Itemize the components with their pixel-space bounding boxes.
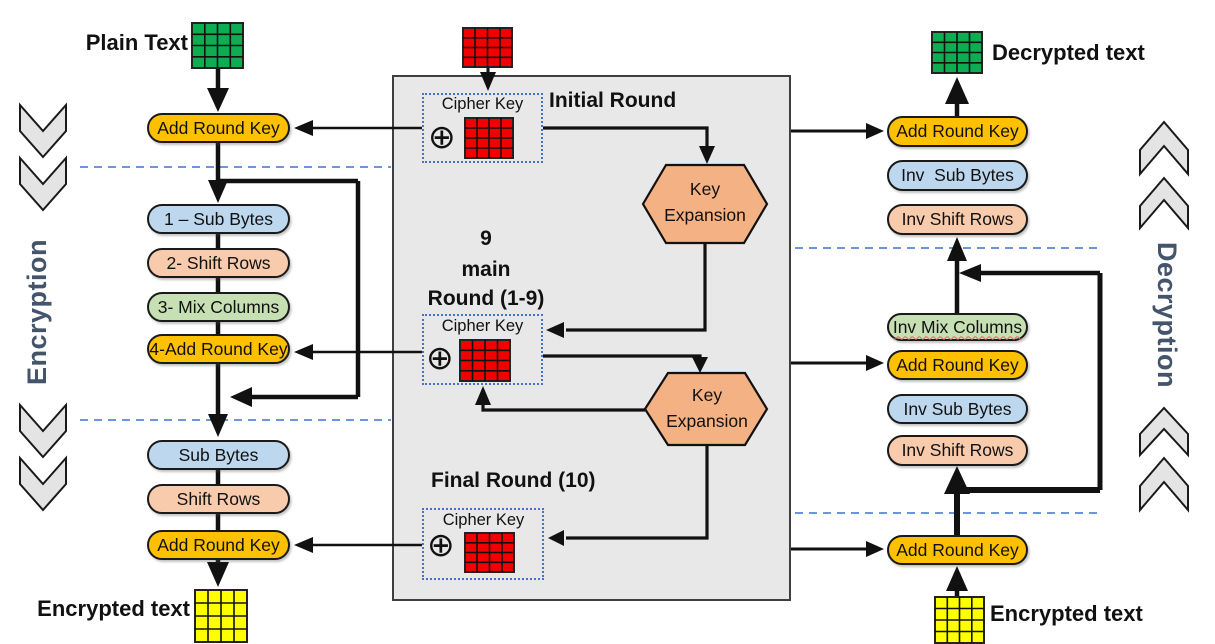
dec-inv-shift-rows-main: Inv Shift Rows xyxy=(887,435,1028,466)
chevron-down-icon xyxy=(19,102,67,159)
encrypted-grid-icon-left xyxy=(194,589,248,643)
cipher-key-box-final xyxy=(422,508,544,580)
chevron-up-icon xyxy=(1139,456,1189,513)
key-to-decryption-arrowheads xyxy=(866,123,884,557)
encryption-side-label: Encryption xyxy=(22,239,52,386)
dec-inv-sub-bytes-top: Inv Sub Bytes xyxy=(887,160,1028,191)
chevron-up-icon xyxy=(1139,120,1189,177)
main-round-label: 9 main Round (1-9) xyxy=(402,227,570,311)
key-expansion-label-2: Key Expansion xyxy=(666,385,748,432)
arrow-into-invshift-main xyxy=(944,466,970,494)
plaintext-grid-icon xyxy=(191,22,244,69)
final-round-label: Final Round (10) xyxy=(431,469,596,492)
decryption-side-label: Decryption xyxy=(1152,241,1182,389)
main-round-line-3: Round (1-9) xyxy=(427,287,545,311)
chevron-down-icon xyxy=(19,455,67,512)
enc-sub-bytes: 1 – Sub Bytes xyxy=(147,204,290,234)
arrow-key-to-ark1 xyxy=(294,120,313,136)
arrow-key-to-dec-ark-bottom xyxy=(866,541,884,557)
dec-add-round-key-main: Add Round Key xyxy=(887,350,1028,380)
enc-mix-columns: 3- Mix Columns xyxy=(147,292,290,322)
key-expansion-label-1: Key Expansion xyxy=(664,179,746,226)
dec-inv-mix-columns: Inv Mix Columns xyxy=(887,313,1028,341)
arrow-into-final-subbytes xyxy=(208,414,228,437)
arrow-encryptedgrid-to-ark xyxy=(946,566,968,591)
enc-final-sub-bytes: Sub Bytes xyxy=(147,440,290,470)
dec-inv-shift-rows-top: Inv Shift Rows xyxy=(887,204,1028,235)
cipher-key-label-initial: Cipher Key xyxy=(441,95,524,113)
arrow-to-encrypted-grid xyxy=(207,562,229,587)
arrow-key-to-ark-final xyxy=(294,537,313,553)
main-round-line-2: main xyxy=(461,257,511,281)
dec-inv-sub-bytes-main: Inv Sub Bytes xyxy=(887,394,1028,424)
key-to-decryption-lines xyxy=(791,129,868,551)
arrow-to-decrypted-grid xyxy=(945,77,969,104)
arrow-key-to-ark4 xyxy=(294,344,313,360)
cipher-key-label-main: Cipher Key xyxy=(441,317,524,335)
dec-add-round-key-initial: Add Round Key xyxy=(887,535,1028,565)
chevron-down-icon xyxy=(19,402,67,459)
xor-icon: ⊕ xyxy=(428,118,456,155)
chevron-down-icon xyxy=(19,155,67,212)
arrow-into-invshift-top xyxy=(947,237,967,261)
arrow-key-to-dec-ark-top xyxy=(866,123,884,139)
arrow-dec-loop-left xyxy=(959,264,981,282)
initial-round-label: Initial Round xyxy=(549,89,677,112)
enc-add-round-key-initial: Add Round Key xyxy=(147,113,290,143)
enc-add-round-key-main: 4-Add Round Key xyxy=(147,334,290,364)
chevron-up-icon xyxy=(1139,176,1189,231)
decrypted-grid-icon xyxy=(931,31,983,74)
cipher-key-box-initial xyxy=(422,93,543,163)
cipher-key-box-main xyxy=(422,314,543,385)
arrow-loopback-left xyxy=(230,387,252,407)
xor-icon: ⊕ xyxy=(426,339,454,376)
xor-icon: ⊕ xyxy=(427,526,455,563)
cipher-key-label-final: Cipher Key xyxy=(442,511,525,529)
chevron-up-icon xyxy=(1139,406,1189,458)
arrow-key-to-dec-ark-mid xyxy=(866,355,884,371)
key-to-encryption-arrowheads xyxy=(294,120,313,553)
enc-final-shift-rows: Shift Rows xyxy=(147,484,290,514)
enc-final-add-round-key: Add Round Key xyxy=(147,530,290,560)
decrypted-text-label: Decrypted text xyxy=(992,40,1145,65)
main-round-line-1: 9 xyxy=(480,227,492,250)
encrypted-grid-icon-right xyxy=(934,596,985,644)
encrypted-text-label-left: Encrypted text xyxy=(37,596,190,621)
plain-text-label: Plain Text xyxy=(85,30,188,55)
arrow-into-subbytes1 xyxy=(208,180,228,203)
dec-add-round-key-top: Add Round Key xyxy=(887,116,1028,147)
master-key-grid-icon xyxy=(462,27,513,68)
arrow-plaintext-to-ark xyxy=(207,88,229,112)
enc-shift-rows: 2- Shift Rows xyxy=(147,248,290,278)
encrypted-text-label-right: Encrypted text xyxy=(990,601,1143,626)
